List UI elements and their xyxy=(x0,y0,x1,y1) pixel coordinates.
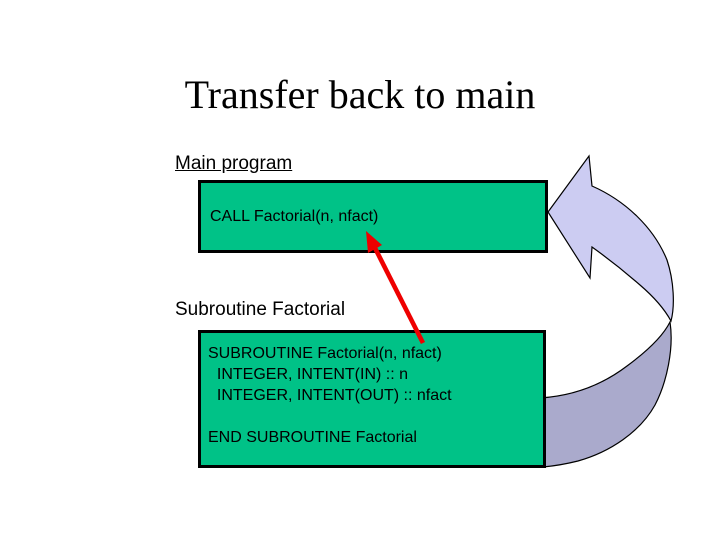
subroutine-box: SUBROUTINE Factorial(n, nfact) INTEGER, … xyxy=(198,330,546,468)
subroutine-code-line xyxy=(201,406,543,427)
subroutine-code-line: INTEGER, INTENT(IN) :: n xyxy=(208,366,409,383)
return-arrow-underside xyxy=(539,320,672,468)
subroutine-code-line: INTEGER, INTENT(OUT) :: nfact xyxy=(208,387,452,404)
return-arrow-top-surface xyxy=(547,154,674,323)
main-program-code: CALL Factorial(n, nfact) xyxy=(210,207,379,225)
main-program-label: Main program xyxy=(175,153,293,174)
slide-title: Transfer back to main xyxy=(184,72,536,117)
main-program-box: CALL Factorial(n, nfact) xyxy=(198,180,548,253)
subroutine-label: Subroutine Factorial xyxy=(175,299,346,320)
red-call-arrow-shaft xyxy=(372,246,426,345)
subroutine-code-line: SUBROUTINE Factorial(n, nfact) xyxy=(208,345,442,362)
subroutine-code-line: END SUBROUTINE Factorial xyxy=(208,429,417,446)
